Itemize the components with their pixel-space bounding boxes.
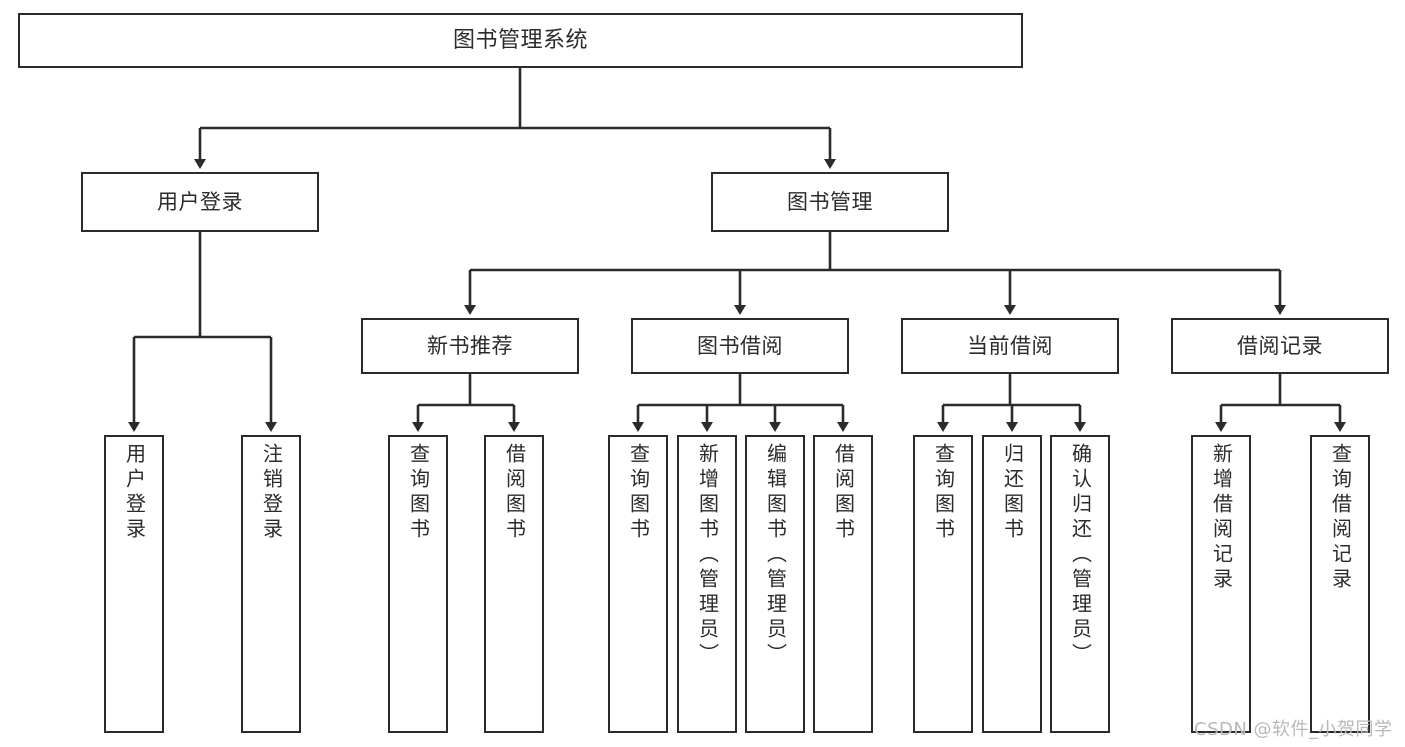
node-new-book-recommendation[interactable]: 新书推荐 [361, 318, 579, 374]
node-label: 查询借阅记录 [1328, 443, 1353, 593]
node-label: 借阅图书 [831, 443, 856, 543]
node-label: 归还图书 [1000, 443, 1025, 543]
node-label: 借阅记录 [1237, 333, 1323, 358]
node-leaf-edit-book-admin[interactable]: 编辑图书（管理员） [745, 435, 805, 733]
node-label: 用户登录 [157, 189, 243, 214]
node-leaf-borrow-book-rec[interactable]: 借阅图书 [484, 435, 544, 733]
node-borrow-record[interactable]: 借阅记录 [1171, 318, 1389, 374]
node-leaf-query-book-rec[interactable]: 查询图书 [388, 435, 448, 733]
node-label: 图书借阅 [697, 333, 783, 358]
node-label: 查询图书 [931, 443, 956, 543]
node-leaf-add-book-admin[interactable]: 新增图书（管理员） [677, 435, 737, 733]
node-leaf-query-book-borrow[interactable]: 查询图书 [608, 435, 668, 733]
node-label: 新书推荐 [427, 333, 513, 358]
node-label: 注销登录 [259, 443, 284, 543]
node-label: 确认归还（管理员） [1068, 443, 1093, 668]
node-label: 借阅图书 [502, 443, 527, 543]
node-root-system[interactable]: 图书管理系统 [18, 13, 1023, 68]
node-label: 当前借阅 [967, 333, 1053, 358]
node-label: 查询图书 [626, 443, 651, 543]
node-leaf-user-logout[interactable]: 注销登录 [241, 435, 301, 733]
node-label: 用户登录 [122, 443, 147, 543]
node-leaf-query-book-current[interactable]: 查询图书 [913, 435, 973, 733]
node-label: 图书管理 [787, 189, 873, 214]
node-leaf-return-book[interactable]: 归还图书 [982, 435, 1042, 733]
node-label: 查询图书 [406, 443, 431, 543]
node-book-manage[interactable]: 图书管理 [711, 172, 949, 232]
node-leaf-confirm-return-admin[interactable]: 确认归还（管理员） [1050, 435, 1110, 733]
node-label: 图书管理系统 [452, 27, 588, 53]
node-label: 新增图书（管理员） [695, 443, 720, 668]
node-user-login[interactable]: 用户登录 [81, 172, 319, 232]
node-label: 编辑图书（管理员） [763, 443, 788, 668]
node-leaf-user-login[interactable]: 用户登录 [104, 435, 164, 733]
node-current-borrow[interactable]: 当前借阅 [901, 318, 1119, 374]
node-leaf-borrow-book[interactable]: 借阅图书 [813, 435, 873, 733]
node-leaf-query-borrow-record[interactable]: 查询借阅记录 [1310, 435, 1370, 733]
node-label: 新增借阅记录 [1209, 443, 1234, 593]
node-leaf-add-borrow-record[interactable]: 新增借阅记录 [1191, 435, 1251, 733]
watermark: CSDN @软件_小贺同学 [1194, 719, 1393, 740]
node-book-borrow[interactable]: 图书借阅 [631, 318, 849, 374]
